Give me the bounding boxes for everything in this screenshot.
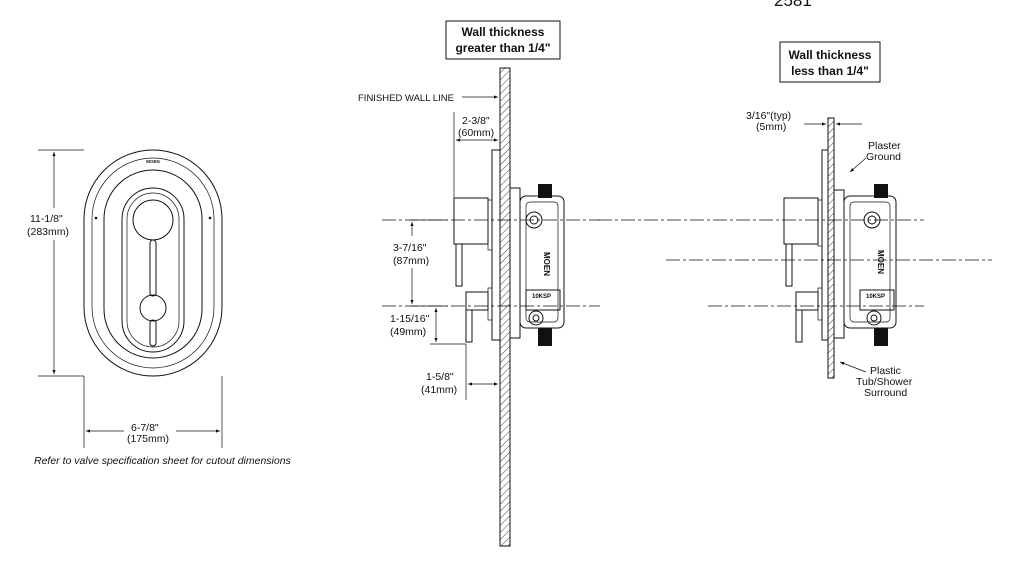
plaster-label-2: Ground	[866, 151, 901, 163]
cutout-note: Refer to valve specification sheet for c…	[34, 455, 292, 467]
surround-label-1: Plastic	[870, 365, 901, 377]
thick-dim2: 3-7/16"	[393, 242, 427, 254]
thick-diverter-body	[465, 291, 489, 311]
finished-wall-line-label: FINISHED WALL LINE	[358, 93, 454, 104]
thick-valve-housing	[519, 195, 565, 329]
thin-valve-housing	[843, 195, 897, 329]
thin-diverter-body	[795, 291, 819, 311]
handle-recess	[121, 187, 185, 353]
wall-section	[499, 67, 511, 547]
escutcheon-plate	[103, 169, 203, 359]
height-metric: (283mm)	[27, 226, 69, 238]
surround-label-2: Tub/Shower	[856, 376, 913, 388]
temperature-lever	[149, 239, 157, 297]
diverter-knob	[139, 294, 167, 322]
thick-handle-body	[453, 197, 489, 245]
front-view: MOEN 11-1/8" (283mm) 6-7/8" (175mm) Refe…	[27, 149, 292, 467]
typ-metric: (5mm)	[756, 121, 786, 133]
screw-right	[208, 216, 212, 220]
typ-dim: 3/16"(typ)	[746, 110, 791, 122]
thick-escutcheon-edge	[491, 149, 501, 341]
thin-handle-body	[783, 197, 819, 245]
thin-escutcheon-edge	[821, 149, 829, 341]
brand-mark: MOEN	[146, 159, 160, 164]
thick-title-line2: greater than 1/4"	[455, 41, 550, 55]
thin-valve-mark: MOEN	[876, 250, 885, 274]
thick-dim3-metric: (49mm)	[390, 326, 426, 338]
plaster-label-1: Plaster	[868, 140, 901, 152]
width-metric: (175mm)	[127, 433, 169, 445]
thick-dim1-metric: (60mm)	[458, 127, 494, 139]
height-dim: 11-1/8"	[30, 213, 63, 225]
thick-title-line1: Wall thickness	[462, 25, 545, 39]
thick-dim4: 1-5/8"	[426, 371, 454, 383]
thin-stop-mark: 10KSP	[866, 294, 885, 300]
thin-diverter-lever	[795, 309, 803, 343]
thick-wall-view: Wall thickness greater than 1/4" MOEN 10…	[358, 20, 600, 547]
screw-left	[94, 216, 98, 220]
thin-handle-lever	[785, 243, 793, 287]
thick-title-box	[445, 20, 561, 60]
thick-dim1: 2-3/8"	[462, 115, 490, 127]
thin-hot-inlet	[874, 184, 888, 198]
thick-diverter-lever	[465, 309, 473, 343]
thick-dim3: 1-15/16"	[390, 313, 430, 325]
thick-valve-mark: MOEN	[542, 252, 551, 276]
thin-outlet	[874, 328, 888, 346]
handle-recess-inner	[126, 192, 180, 348]
thin-title-box	[779, 41, 881, 83]
escutcheon-inner	[91, 157, 215, 369]
thick-dim4-metric: (41mm)	[421, 384, 457, 396]
thick-handle-lever	[455, 243, 463, 287]
thin-wall-section	[827, 117, 835, 379]
diverter-lever	[149, 319, 157, 347]
temperature-handle	[132, 199, 174, 241]
page-number: 2581	[774, 0, 812, 10]
thin-title-line1: Wall thickness	[789, 48, 872, 62]
width-dim: 6-7/8"	[131, 422, 159, 434]
thin-title-line2: less than 1/4"	[791, 64, 869, 78]
escutcheon-outer	[83, 149, 223, 377]
thick-stop-mark: 10KSP	[532, 294, 551, 300]
thin-wall-view: Wall thickness less than 1/4" MOEN 10KSP	[598, 41, 992, 399]
thick-outlet	[538, 328, 552, 346]
thick-dim2-metric: (87mm)	[393, 255, 429, 267]
thick-hot-inlet	[538, 184, 552, 198]
surround-label-3: Surround	[864, 387, 907, 399]
